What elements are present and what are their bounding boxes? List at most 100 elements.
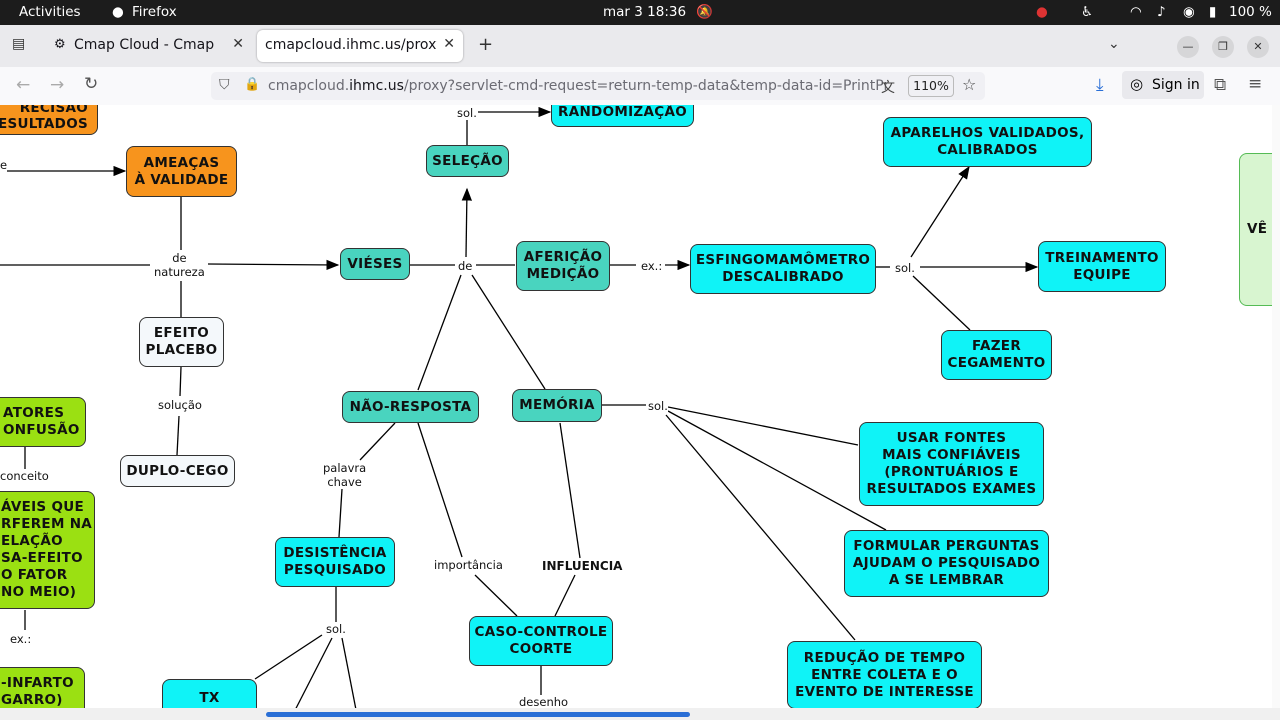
reload-icon[interactable]: ↻ <box>84 74 99 94</box>
link-label-sol: sol. <box>648 399 668 413</box>
node-text: REDUÇÃO DE TEMPO ENTRE COLETA E O EVENTO… <box>795 649 974 700</box>
node-formular-perguntas[interactable]: FORMULAR PERGUNTAS AJUDAM O PESQUISADO A… <box>844 530 1049 597</box>
node-text: ATORES ONFUSÃO <box>3 405 80 438</box>
cmap-favicon-icon: ⚙ <box>54 37 66 52</box>
node-randomizacao[interactable]: RANDOMIZAÇÃO <box>551 105 694 127</box>
url-text[interactable]: cmapcloud.ihmc.us/proxy?servlet-cmd-requ… <box>268 78 888 94</box>
node-text: DESISTÊNCIA PESQUISADO <box>283 545 387 578</box>
link-label-solucao: solução <box>158 398 202 412</box>
link-label-palavra-chave: palavra chave <box>323 461 367 489</box>
microphone-icon[interactable]: ◉ <box>1183 4 1195 20</box>
node-ameacas-validade[interactable]: AMEAÇAS À VALIDADE <box>126 146 237 197</box>
node-text: RECISÃO ESULTADOS <box>0 105 88 132</box>
maximize-button[interactable]: ❐ <box>1212 36 1234 58</box>
minimize-button[interactable]: — <box>1177 36 1199 58</box>
node-treinamento-equipe[interactable]: TREINAMENTO EQUIPE <box>1038 241 1166 292</box>
back-icon[interactable]: ← <box>16 75 31 95</box>
extensions-icon[interactable]: ⧉ <box>1214 75 1227 95</box>
url-bar[interactable]: ⛉ 🔒 cmapcloud.ihmc.us/proxy?servlet-cmd-… <box>211 72 985 100</box>
node-text: FAZER CEGAMENTO <box>947 338 1046 371</box>
node-text: FORMULAR PERGUNTAS AJUDAM O PESQUISADO A… <box>852 538 1041 588</box>
node-text: ESFINGOMAMÔMETRO DESCALIBRADO <box>695 252 871 285</box>
clock[interactable]: mar 3 18:36 <box>603 4 687 20</box>
horizontal-scrollbar[interactable] <box>0 708 1280 720</box>
close-tab-icon[interactable]: ✕ <box>443 36 455 52</box>
record-icon: ● <box>1036 4 1048 20</box>
app-menu[interactable]: Firefox <box>132 4 177 20</box>
node-variaveis[interactable]: ÁVEIS QUE RFEREM NA ELAÇÃO SA-EFEITO O F… <box>0 491 95 609</box>
node-text: VÊ A <box>1247 221 1280 237</box>
battery-icon[interactable]: ▮ <box>1209 4 1217 20</box>
link-label-sol: sol. <box>457 106 477 120</box>
node-text: VIÉSES <box>347 255 403 272</box>
firefox-icon: ● <box>112 4 124 20</box>
concept-map-canvas[interactable]: RECISÃO ESULTADOS AMEAÇAS À VALIDADE SEL… <box>0 105 1280 720</box>
tab-label: Cmap Cloud - Cmaps <box>74 37 214 53</box>
close-tab-icon[interactable]: ✕ <box>232 36 244 52</box>
shield-icon[interactable]: ⛉ <box>219 77 230 93</box>
node-text: USAR FONTES MAIS CONFIÁVEIS (PRONTUÁRIOS… <box>866 430 1037 497</box>
node-text: MEMÓRIA <box>519 397 595 413</box>
scrollbar-thumb[interactable] <box>266 712 690 717</box>
node-text: APARELHOS VALIDADOS, CALIBRADOS <box>890 125 1085 158</box>
link-label-ex: ex.: <box>10 632 32 646</box>
node-afericao-medicao[interactable]: AFERIÇÃO MEDIÇÃO <box>516 241 610 291</box>
node-vieses[interactable]: VIÉSES <box>340 248 410 280</box>
battery-level: 100 % <box>1229 4 1272 20</box>
node-fazer-cegamento[interactable]: FAZER CEGAMENTO <box>941 330 1052 380</box>
tab-list-icon[interactable]: ▤ <box>12 36 26 52</box>
node-precisao-resultados[interactable]: RECISÃO ESULTADOS <box>0 105 98 135</box>
node-text: ÁVEIS QUE RFEREM NA ELAÇÃO SA-EFEITO O F… <box>1 499 93 600</box>
menu-icon[interactable]: ≡ <box>1248 74 1263 94</box>
close-window-button[interactable]: ✕ <box>1247 36 1269 58</box>
node-text: EFEITO PLACEBO <box>145 325 218 358</box>
node-memoria[interactable]: MEMÓRIA <box>512 389 602 422</box>
accessibility-icon[interactable]: ♿ <box>1081 4 1094 20</box>
forward-icon[interactable]: → <box>50 75 65 95</box>
translate-icon[interactable]: 文 <box>881 80 895 96</box>
new-tab-button[interactable]: + <box>478 34 494 55</box>
link-label-ex: ex.: <box>641 259 663 273</box>
node-efeito-placebo[interactable]: EFEITO PLACEBO <box>139 317 224 367</box>
activities-button[interactable]: Activities <box>19 4 81 20</box>
downloads-icon[interactable]: ⤓ <box>1096 75 1104 95</box>
tab-label: cmapcloud.ihmc.us/proxy?se <box>265 37 437 53</box>
node-duplo-cego[interactable]: DUPLO-CEGO <box>120 455 235 487</box>
bookmark-star-icon[interactable]: ☆ <box>962 75 977 94</box>
node-reducao-tempo[interactable]: REDUÇÃO DE TEMPO ENTRE COLETA E O EVENTO… <box>787 641 982 709</box>
node-usar-fontes[interactable]: USAR FONTES MAIS CONFIÁVEIS (PRONTUÁRIOS… <box>859 422 1044 506</box>
tab-proxy[interactable]: cmapcloud.ihmc.us/proxy?se ✕ <box>257 30 463 62</box>
sign-in-button[interactable]: ◎ Sign in <box>1122 71 1204 99</box>
link-label-influencia: INFLUENCIA <box>542 559 623 573</box>
chevron-down-icon[interactable]: ⌄ <box>1108 36 1120 52</box>
link-label-de-natureza: de natureza <box>154 251 205 279</box>
node-text: RANDOMIZAÇÃO <box>558 105 687 120</box>
node-text: NÃO-RESPOSTA <box>349 398 472 415</box>
node-text: AMEAÇAS À VALIDADE <box>134 154 229 188</box>
node-text: TX <box>199 690 220 706</box>
link-label-de: de <box>458 259 473 273</box>
wifi-icon[interactable]: ◠ <box>1130 4 1142 20</box>
account-icon: ◎ <box>1130 75 1144 93</box>
vertical-scrollbar[interactable] <box>1272 105 1280 708</box>
tab-cmap-cloud[interactable]: ⚙ Cmap Cloud - Cmaps ✕ <box>44 30 252 62</box>
link-label-desenho: desenho <box>519 695 569 709</box>
node-nao-resposta[interactable]: NÃO-RESPOSTA <box>342 391 479 423</box>
node-aparelhos-validados[interactable]: APARELHOS VALIDADOS, CALIBRADOS <box>883 117 1092 167</box>
notifications-off-icon: 🔕 <box>696 4 713 20</box>
node-text: SELEÇÃO <box>432 152 503 169</box>
node-text: AFERIÇÃO MEDIÇÃO <box>523 249 603 282</box>
navigation-bar: ← → ↻ ⛉ 🔒 cmapcloud.ihmc.us/proxy?servle… <box>0 67 1280 106</box>
volume-icon[interactable]: ♪ <box>1157 4 1166 20</box>
zoom-level[interactable]: 110% <box>908 75 954 97</box>
node-caso-controle[interactable]: CASO-CONTROLE COORTE <box>469 616 613 666</box>
node-fatores-confusao[interactable]: ATORES ONFUSÃO <box>0 397 86 447</box>
node-desistencia[interactable]: DESISTÊNCIA PESQUISADO <box>275 537 395 587</box>
link-label-sol: sol. <box>895 261 915 275</box>
lock-icon[interactable]: 🔒 <box>244 77 261 92</box>
link-label-importancia: importância <box>434 558 503 572</box>
node-esfingomamometro[interactable]: ESFINGOMAMÔMETRO DESCALIBRADO <box>690 244 876 294</box>
connector-lines <box>0 106 1039 720</box>
node-selecao[interactable]: SELEÇÃO <box>426 145 509 177</box>
link-label-e: e <box>0 158 8 172</box>
